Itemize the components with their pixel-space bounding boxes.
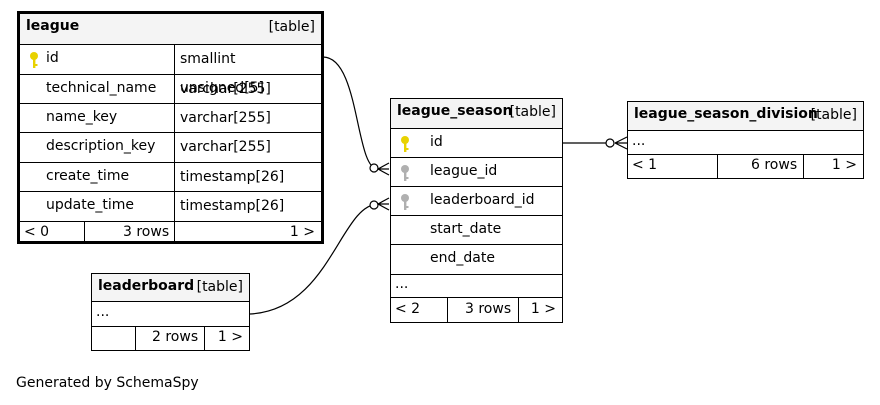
children-count[interactable]: 1 > [289,224,315,240]
table-name: league_season_division [634,106,818,122]
column-name: name_key [46,109,118,125]
column-row[interactable]: start_date [391,216,562,245]
table-league-season[interactable]: league_season [table] id league_id leade… [390,98,563,323]
table-kind: [table] [268,19,315,35]
link-league-crowfoot [377,162,390,176]
column-row[interactable]: name_key varchar[255] [20,104,321,133]
column-row[interactable]: create_time timestamp[26] [20,163,321,192]
rows-count: 3 rows [465,301,512,317]
more-columns[interactable]: ... [391,275,562,298]
link-leaderboard-to-league-season [249,203,379,315]
link-division-optional-marker [605,138,615,148]
column-row[interactable]: id [391,129,562,158]
rows-count: 3 rows [123,224,170,240]
table-header: league_season [table] [391,99,562,129]
table-footer: < 2 3 rows 1 > [391,298,562,322]
column-type: varchar[255] [174,75,321,103]
ellipsis: ... [395,276,409,292]
column-name: id [46,50,59,66]
column-name: create_time [46,168,130,184]
parents-count[interactable]: < 2 [395,301,421,317]
column-name: update_time [46,197,134,213]
table-header: league [table] [20,14,321,45]
column-type: varchar[255] [174,133,321,162]
column-type: timestamp[26] [174,192,321,221]
table-leaderboard[interactable]: leaderboard [table] ... 2 rows 1 > [91,273,250,351]
children-count[interactable]: 1 > [530,301,556,317]
link-league-optional-marker [369,163,379,173]
link-leaderboard-optional-marker [369,200,379,210]
table-footer: < 1 6 rows 1 > [628,154,863,178]
table-league-season-division[interactable]: league_season_division [table] ... < 1 6… [627,101,864,179]
column-row[interactable]: league_id [391,158,562,187]
more-columns[interactable]: ... [628,131,863,155]
column-name: id [430,134,443,150]
column-row[interactable]: technical_name varchar[255] [20,75,321,104]
rows-count: 2 rows [152,329,199,345]
ellipsis: ... [632,133,646,149]
primary-key-icon [401,136,409,152]
column-name: technical_name [46,80,157,96]
column-name: end_date [430,250,495,266]
parents-count[interactable]: < 0 [24,224,50,240]
parents-count[interactable]: < 1 [632,157,658,173]
table-footer: < 0 3 rows 1 > [20,221,321,241]
table-header: leaderboard [table] [92,274,249,302]
column-name: description_key [46,138,156,154]
more-columns[interactable]: ... [92,302,249,327]
column-type: varchar[255] [174,104,321,132]
table-name: league [26,18,80,34]
ellipsis: ... [96,304,110,320]
table-footer: 2 rows 1 > [92,326,249,350]
column-row[interactable]: update_time timestamp[26] [20,192,321,222]
link-leaderboard-crowfoot [377,197,390,211]
table-kind: [table] [810,107,857,123]
column-row[interactable]: description_key varchar[255] [20,133,321,163]
link-league-to-league-season [322,56,379,170]
table-name: leaderboard [98,278,195,294]
table-header: league_season_division [table] [628,102,863,131]
generated-by-caption: Generated by SchemaSpy [16,375,199,391]
foreign-key-icon [401,165,409,181]
primary-key-icon [30,52,38,68]
table-kind: [table] [509,104,556,120]
rows-count: 6 rows [751,157,798,173]
children-count[interactable]: 1 > [217,329,243,345]
link-division-crowfoot [614,136,628,150]
column-name: league_id [430,163,498,179]
column-type: smallint unsigned[5] [174,45,321,96]
column-name: start_date [430,221,502,237]
table-kind: [table] [196,279,243,295]
table-name: league_season [397,103,513,119]
column-row[interactable]: end_date [391,245,562,275]
foreign-key-icon [401,194,409,210]
column-row[interactable]: leaderboard_id [391,187,562,216]
column-type: timestamp[26] [174,163,321,191]
children-count[interactable]: 1 > [831,157,857,173]
table-league[interactable]: league [table] id smallint unsigned[5] t… [17,11,324,244]
column-row[interactable]: id smallint unsigned[5] [20,45,321,96]
column-name: leaderboard_id [430,192,535,208]
